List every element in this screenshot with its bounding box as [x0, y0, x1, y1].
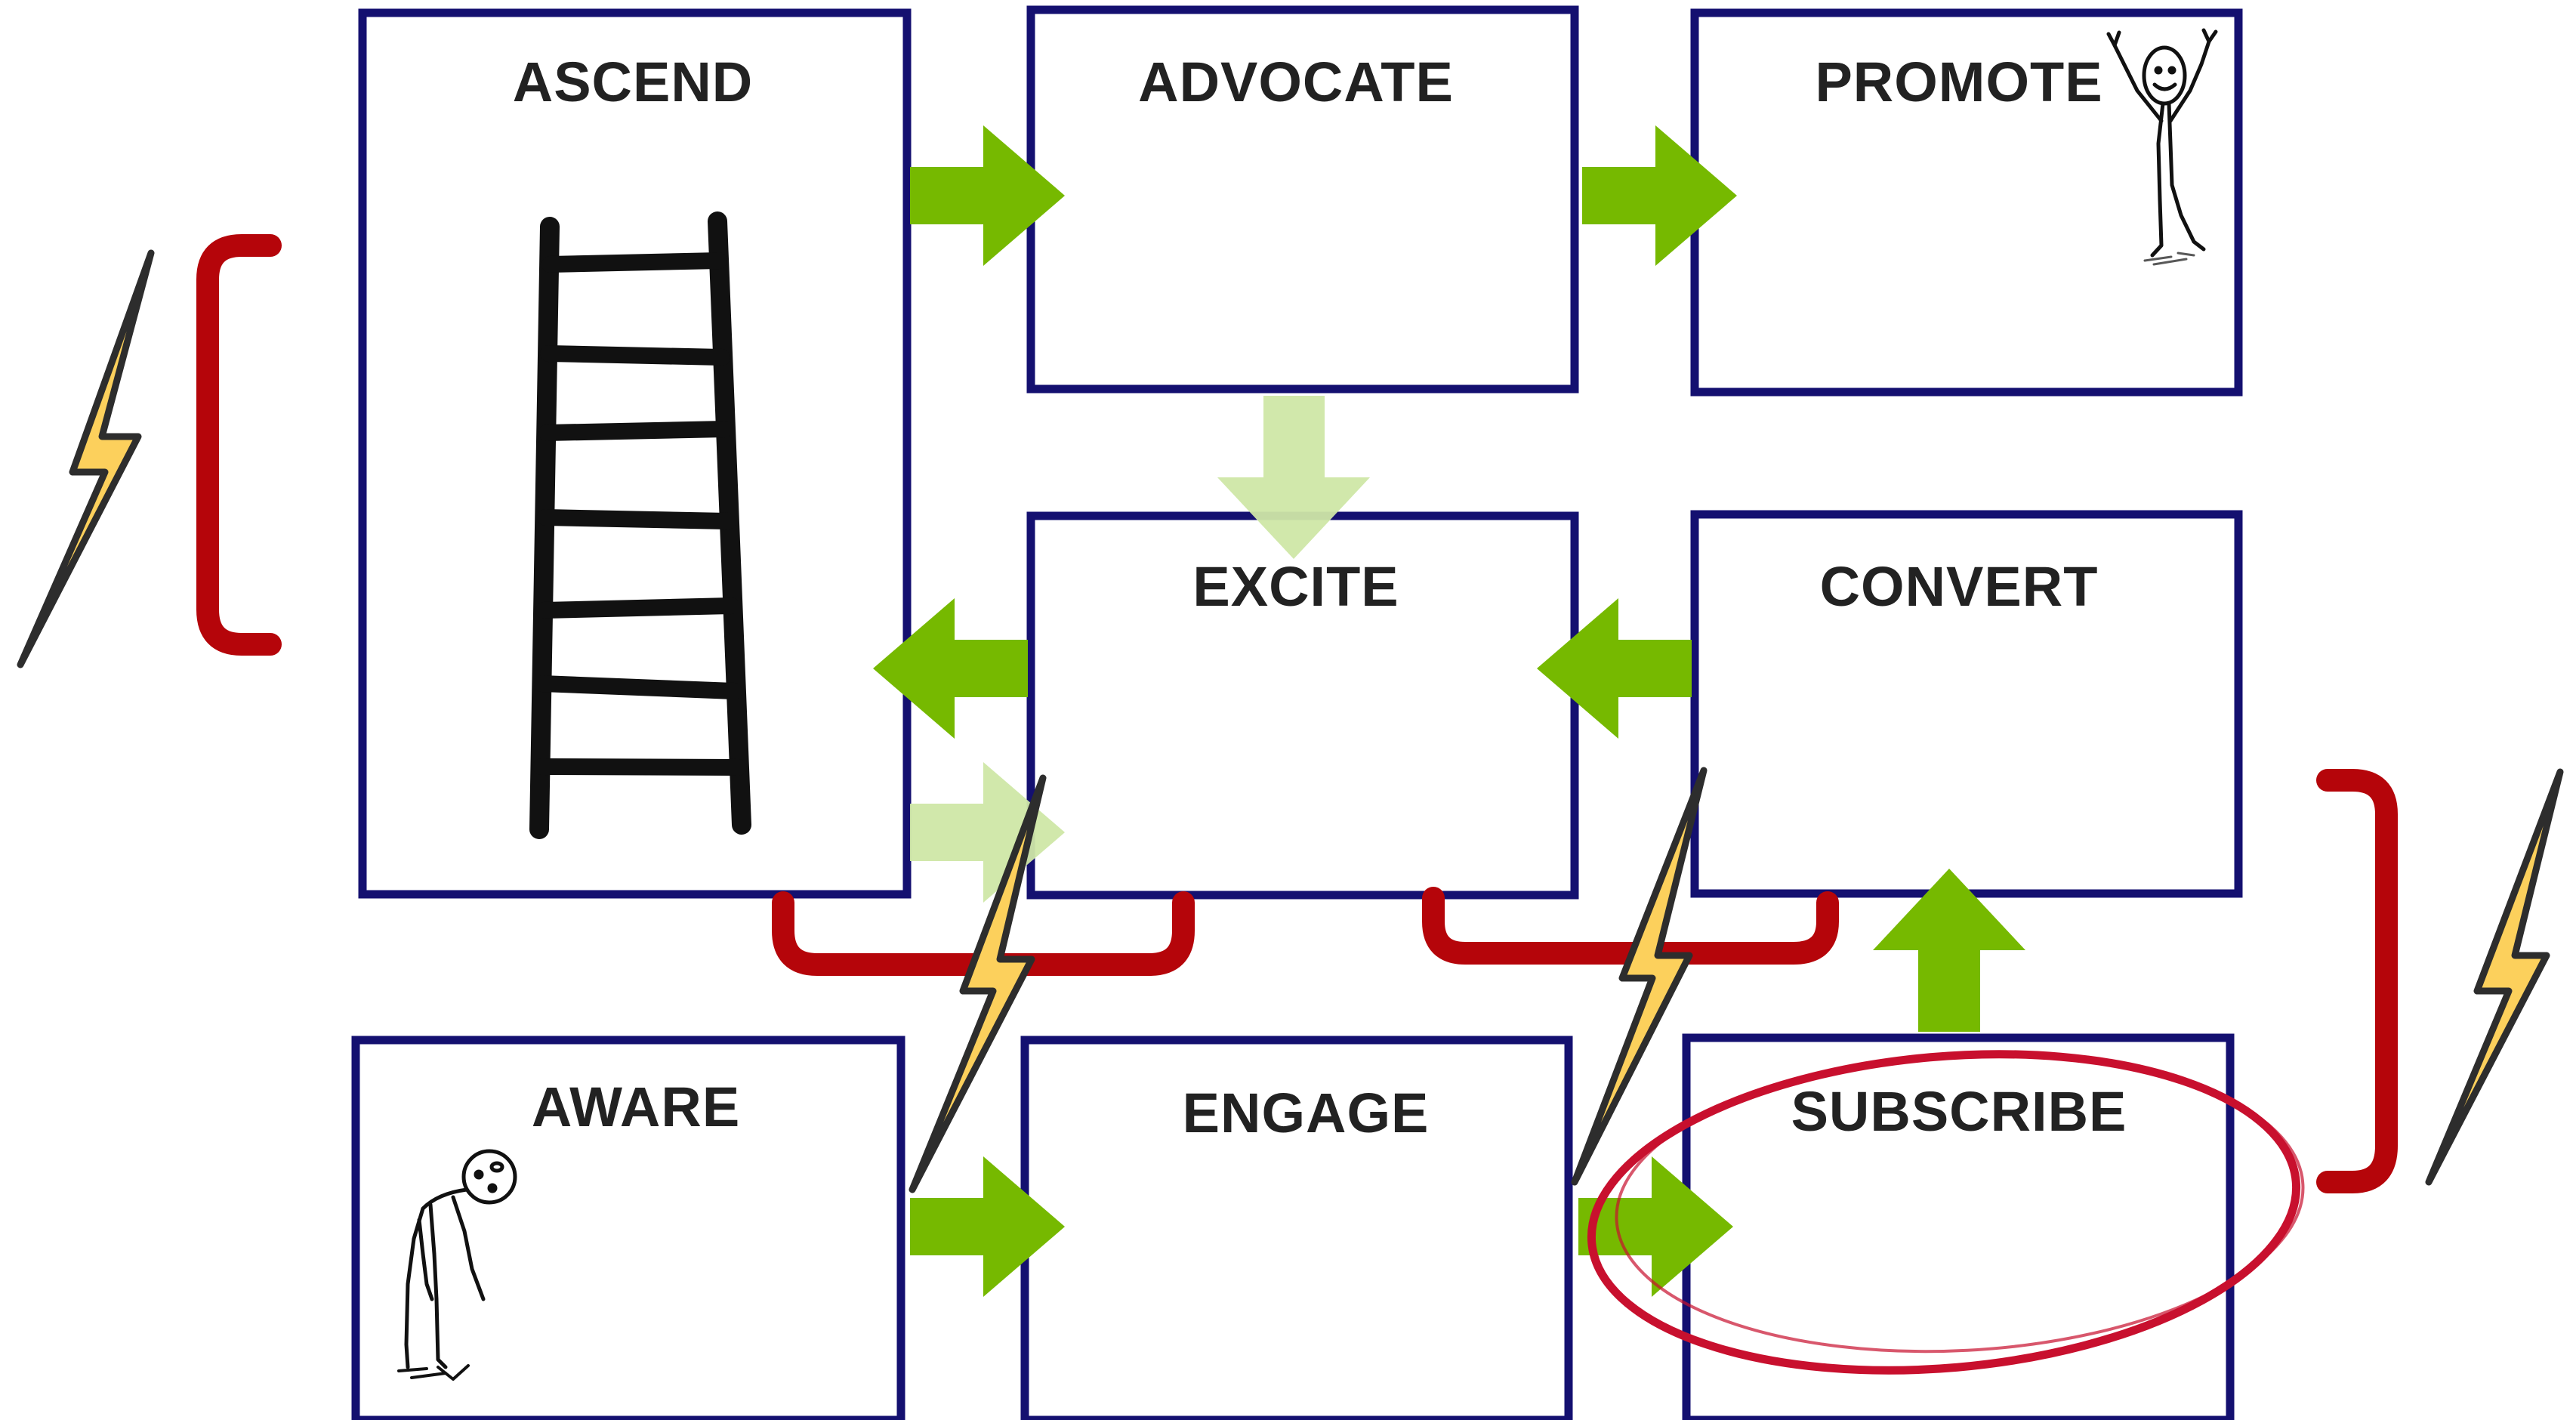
- bracket-left: [196, 234, 282, 656]
- promote-box: [1690, 8, 2243, 397]
- stage-label-engage: ENGAGE: [1183, 1082, 1430, 1144]
- advocate-box: [1026, 5, 1579, 394]
- subscribe-box: [1682, 1033, 2235, 1420]
- excite-box: [1026, 511, 1579, 900]
- lightning-bolt-engage-convert: [1571, 767, 1708, 1186]
- stage-label-subscribe: SUBSCRIBE: [1791, 1080, 2127, 1143]
- bracket-right: [2316, 769, 2398, 1193]
- stage-label-ascend: ASCEND: [513, 51, 753, 113]
- stage-label-advocate: ADVOCATE: [1138, 51, 1454, 113]
- aware-box: [351, 1036, 905, 1420]
- lightning-bolt-left: [17, 249, 155, 668]
- arrow-down-advocate-excite: [1217, 396, 1370, 559]
- arrow-right-ascend-advocate: [910, 125, 1065, 266]
- sad-stick-figure-icon: [397, 1149, 517, 1381]
- stage-label-excite: EXCITE: [1192, 555, 1399, 618]
- arrow-right-faded-ascend-excite: [910, 762, 1065, 903]
- lightning-bolt-icon: [17, 249, 2564, 1193]
- arrow-up-subscribe-convert: [1873, 869, 2025, 1032]
- lightning-bolt-ascend-engage: [909, 774, 1047, 1193]
- stage-label-convert: CONVERT: [1820, 555, 2099, 618]
- arrow-right-engage-subscribe: [1578, 1156, 1733, 1297]
- arrow-right-advocate-promote: [1582, 125, 1737, 266]
- stage-label-aware: AWARE: [532, 1076, 740, 1138]
- ascend-box: [358, 8, 912, 899]
- arrow-left-excite-ascend: [873, 598, 1028, 739]
- lightning-bolt-right: [2425, 768, 2564, 1186]
- happy-stick-figure-icon: [2106, 28, 2218, 266]
- arrow-right-aware-engage: [910, 1156, 1065, 1297]
- stage-label-promote: PROMOTE: [1815, 51, 2102, 113]
- arrow-left-convert-excite: [1537, 598, 1692, 739]
- highlight-circle: [1587, 1050, 2305, 1375]
- ladder-icon: [529, 211, 751, 839]
- bracket-bottom-excite-convert: [1422, 887, 1839, 965]
